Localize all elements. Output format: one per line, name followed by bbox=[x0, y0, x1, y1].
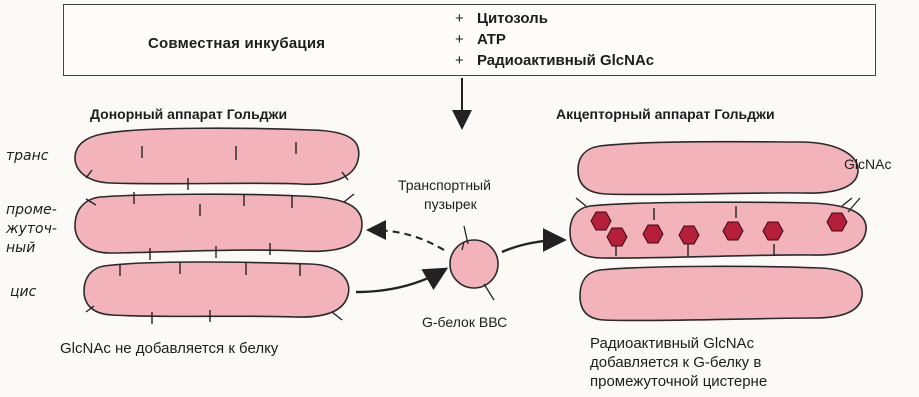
glcnac-label: GlcNAc bbox=[844, 155, 891, 173]
ingredient-item: +Цитозоль bbox=[455, 8, 654, 29]
dashed-arrow-to-donor bbox=[370, 230, 444, 250]
vesicle-label-line2: пузырек bbox=[424, 195, 477, 213]
glcnac-hexagon bbox=[591, 212, 611, 230]
glcnac-hexagon bbox=[763, 222, 783, 240]
donor-trans-cisterna bbox=[75, 128, 359, 184]
glcnac-hexagon bbox=[643, 225, 663, 243]
glcnac-hexagon bbox=[827, 213, 847, 231]
ingredient-label: Цитозоль bbox=[477, 10, 548, 27]
acceptor-heading: Акцепторный аппарат Гольджи bbox=[556, 106, 775, 122]
donor-medial-cisterna bbox=[75, 194, 362, 253]
incubation-title: Совместная инкубация bbox=[148, 35, 325, 52]
layer-label-trans: транс bbox=[6, 147, 48, 166]
vesicle-label-line1: Транспортный bbox=[398, 176, 491, 194]
layer-label-medial-3: ный bbox=[6, 239, 35, 258]
arrow-donor-to-vesicle bbox=[356, 270, 444, 292]
ingredient-item: +ATP bbox=[455, 29, 654, 50]
ingredient-item: +Радиоактивный GlcNAc bbox=[455, 50, 654, 71]
arrow-vesicle-to-acceptor bbox=[502, 240, 562, 252]
donor-cis-cisterna bbox=[84, 262, 349, 317]
ingredient-label: ATP bbox=[477, 31, 506, 48]
ingredient-label: Радиоактивный GlcNAc bbox=[477, 52, 654, 69]
acceptor-cis-cisterna bbox=[580, 266, 862, 320]
glcnac-hexagon bbox=[723, 222, 743, 240]
acceptor-golgi-stack bbox=[570, 142, 866, 321]
protein-label-pointer bbox=[484, 284, 494, 300]
glcnac-hexagon bbox=[679, 226, 699, 244]
plus-sign: + bbox=[455, 29, 477, 50]
donor-golgi-stack bbox=[75, 128, 362, 324]
donor-caption: GlcNAc не добавляется к белку bbox=[60, 340, 278, 358]
transport-vesicle bbox=[450, 240, 498, 288]
acceptor-caption: Радиоактивный GlcNAc добавляется к G-бел… bbox=[590, 334, 767, 391]
incubation-ingredients: +Цитозоль +ATP +Радиоактивный GlcNAc bbox=[455, 8, 654, 71]
acceptor-caption-line: промежуточной цистерне bbox=[590, 372, 767, 391]
donor-heading: Донорный аппарат Гольджи bbox=[90, 106, 287, 122]
plus-sign: + bbox=[455, 50, 477, 71]
layer-label-cis: цис bbox=[10, 283, 36, 302]
glcnac-hexagon bbox=[607, 228, 627, 246]
acceptor-caption-line: добавляется к G-белку в bbox=[590, 353, 767, 372]
layer-label-medial-2: жуточ- bbox=[6, 220, 57, 239]
layer-label-medial-1: проме- bbox=[6, 201, 57, 220]
acceptor-trans-cisterna bbox=[578, 142, 858, 195]
plus-sign: + bbox=[455, 8, 477, 29]
vesicle-protein-label: G-белок ВВС bbox=[422, 313, 507, 331]
acceptor-caption-line: Радиоактивный GlcNAc bbox=[590, 334, 767, 353]
